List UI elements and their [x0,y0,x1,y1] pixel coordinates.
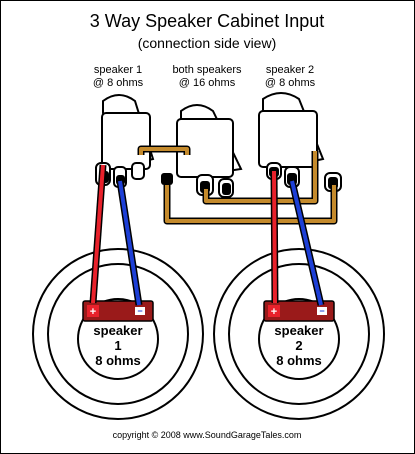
speaker-2-minus-label: − [319,306,324,316]
speaker-2-label-line2: 2 [295,338,302,353]
speaker-2-plus-label: + [271,306,277,318]
speaker-1-terminal-plate: + − [82,300,154,322]
jack-2-label-line1: both speakers [172,64,242,76]
jack-1-label-line2: @ 8 ohms [93,77,144,89]
speaker-2-label-line1: speaker [274,323,323,338]
speaker-2-terminal-plate: + − [263,300,335,322]
speaker-1-minus-label: − [137,306,142,316]
speaker-1-label-line3: 8 ohms [95,353,141,368]
speaker-1-label-line2: 1 [114,338,121,353]
speaker-1-label-line1: speaker [93,323,142,338]
signal-wires [89,164,325,306]
speaker-1-plus-label: + [90,306,96,318]
copyright-notice: copyright © 2008 www.SoundGarageTales.co… [113,430,302,440]
jack-3-label-line2: @ 8 ohms [265,77,316,89]
diagram-subtitle: (connection side view) [138,35,277,51]
diagram-title: 3 Way Speaker Cabinet Input [90,11,324,31]
speaker-2-label-line3: 8 ohms [276,353,322,368]
jumper-wires [137,145,338,225]
jack-3-label-line1: speaker 2 [266,64,314,76]
jack-2-label-line2: @ 16 ohms [179,77,236,89]
jack-1-label-line1: speaker 1 [94,64,142,76]
